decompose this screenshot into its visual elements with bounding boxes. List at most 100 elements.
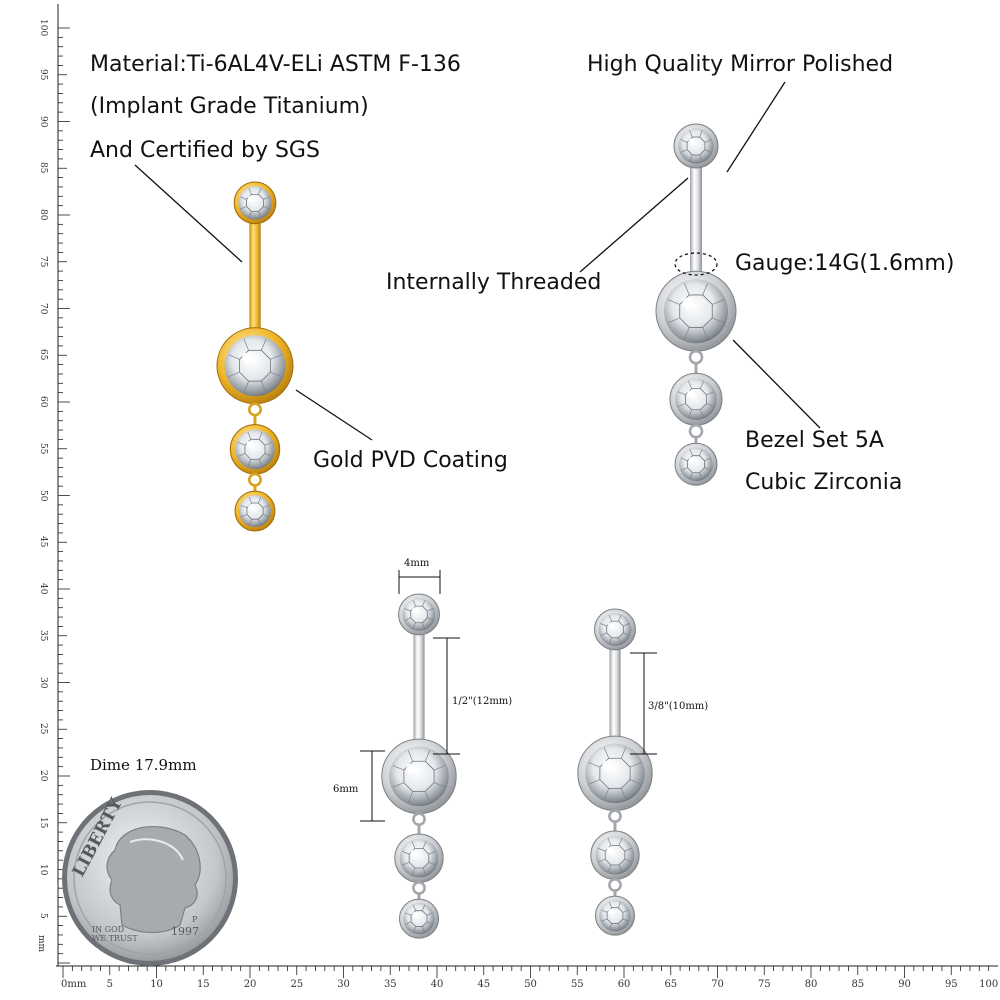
material-label: Material:Ti-6AL4V-ELi ASTM F-136: [90, 52, 461, 77]
ruler-x-label: 5: [106, 979, 113, 990]
gem-facet-line: [629, 762, 642, 768]
jump-ring: [412, 881, 426, 895]
gem-facet-line: [677, 403, 686, 408]
gem-facet-line: [262, 514, 270, 518]
gem-facet-line: [620, 747, 627, 759]
gem-facet-line: [608, 923, 613, 930]
gem-facet-line: [263, 196, 270, 200]
coin-motto-right: WE TRUST: [92, 934, 138, 943]
ruler-y-label: 85: [38, 162, 48, 174]
gem-stone: [679, 447, 713, 482]
ruler-y-label: 35: [38, 629, 48, 642]
gem-facet-line: [597, 858, 606, 863]
ruler-y-label: 80: [38, 209, 48, 221]
ruler-x-label: 20: [243, 979, 257, 990]
barbell-shaft: [249, 215, 261, 342]
gem-facet-line: [248, 519, 252, 526]
gem-facet-line: [706, 403, 715, 408]
jump-ring: [608, 878, 622, 892]
gem-facet-line: [603, 788, 610, 800]
gem-sparkle: [247, 195, 254, 202]
gem-facet-line: [427, 608, 434, 612]
gem-facet-line: [237, 441, 246, 446]
ruler-y-unit: mm: [36, 935, 46, 953]
gem-facet-line: [421, 904, 426, 911]
ruler-x-label: 80: [804, 979, 818, 990]
gem-facet-line: [608, 614, 612, 622]
gem-facet-line: [405, 921, 412, 925]
gem-facet-line: [629, 779, 642, 785]
ruler-x-label: 10: [150, 979, 163, 990]
gem-facet-line: [407, 791, 414, 803]
gem-stone: [599, 900, 631, 932]
gem-facet-line: [264, 453, 273, 457]
gem-facet-line: [248, 211, 252, 218]
jump-ring: [248, 402, 263, 417]
gem-facet-line: [597, 847, 606, 852]
ruler-y-label: 25: [38, 723, 48, 735]
gem-facet-line: [240, 206, 247, 210]
gem-sparkle: [412, 911, 418, 918]
internally-threaded-label: Internally Threaded: [386, 270, 602, 295]
gem-facet-line: [588, 779, 601, 785]
gem-facet-line: [240, 514, 248, 518]
gem-facet-line: [622, 909, 629, 913]
gem-facet-line: [624, 858, 633, 863]
dime-label: Dime 17.9mm: [90, 756, 197, 774]
gem-facet-line: [704, 457, 711, 461]
gem-stone: [598, 613, 632, 646]
gem-facet-line: [667, 299, 680, 305]
gem-facet-line: [601, 918, 608, 922]
gem-stone: [675, 378, 717, 421]
gem-facet-line: [261, 381, 267, 393]
gem-facet-line: [240, 196, 247, 200]
gem-facet-line: [680, 139, 688, 143]
gem-facet-line: [407, 750, 414, 762]
gem-sparkle: [411, 607, 418, 614]
gem-facet-line: [699, 472, 703, 480]
ruler-y-label: 70: [38, 302, 48, 314]
gem-stone: [389, 746, 449, 807]
ruler-y-label: 55: [38, 442, 48, 455]
gem-facet-line: [237, 453, 246, 457]
ruler-y-label: 40: [38, 583, 48, 595]
gem-facet-line: [618, 838, 623, 846]
gem-facet-line: [412, 599, 416, 607]
gem-facet-line: [412, 904, 417, 911]
gem-facet-line: [264, 441, 273, 446]
gem-facet-line: [680, 149, 688, 153]
gem-stone: [238, 186, 272, 220]
gem-facet-line: [247, 431, 252, 440]
mirror-polished-label: High Quality Mirror Polished: [587, 52, 894, 77]
gem-facet-line: [243, 338, 249, 351]
gem-facet-line: [622, 918, 629, 922]
cubic-zirconia-label: Cubic Zirconia: [745, 470, 903, 495]
gem-facet-line: [712, 299, 725, 305]
gem-facet-line: [699, 130, 703, 138]
gem-facet-line: [392, 765, 405, 771]
dim-6mm-label: 6mm: [333, 784, 359, 795]
ruler-x-label: 40: [430, 979, 444, 990]
gem-facet-line: [681, 467, 688, 471]
ruler-x-label: 90: [898, 979, 911, 990]
gem-facet-line: [405, 912, 412, 916]
dim-12mm-label: 1/2"(12mm): [452, 696, 513, 707]
gem-facet-line: [689, 154, 693, 162]
gem-facet-line: [689, 130, 693, 138]
gem-facet-line: [428, 861, 437, 866]
ruler-x-label: 30: [337, 979, 350, 990]
gold-leader-line: [295, 389, 373, 441]
ruler-x-label: 55: [570, 979, 584, 990]
gem-facet-line: [684, 327, 690, 340]
gem-facet-line: [618, 637, 622, 644]
gem-sparkle: [248, 504, 254, 510]
gem-facet-line: [677, 391, 686, 396]
gem-sparkle: [688, 138, 695, 145]
ruler-y-label: 5: [38, 913, 48, 919]
jump-ring: [608, 809, 622, 824]
gem-facet-line: [428, 850, 437, 855]
gem-facet-line: [617, 923, 622, 930]
gem-facet-line: [712, 317, 725, 324]
gem-facet-line: [258, 211, 262, 218]
gem-facet-line: [433, 765, 446, 771]
